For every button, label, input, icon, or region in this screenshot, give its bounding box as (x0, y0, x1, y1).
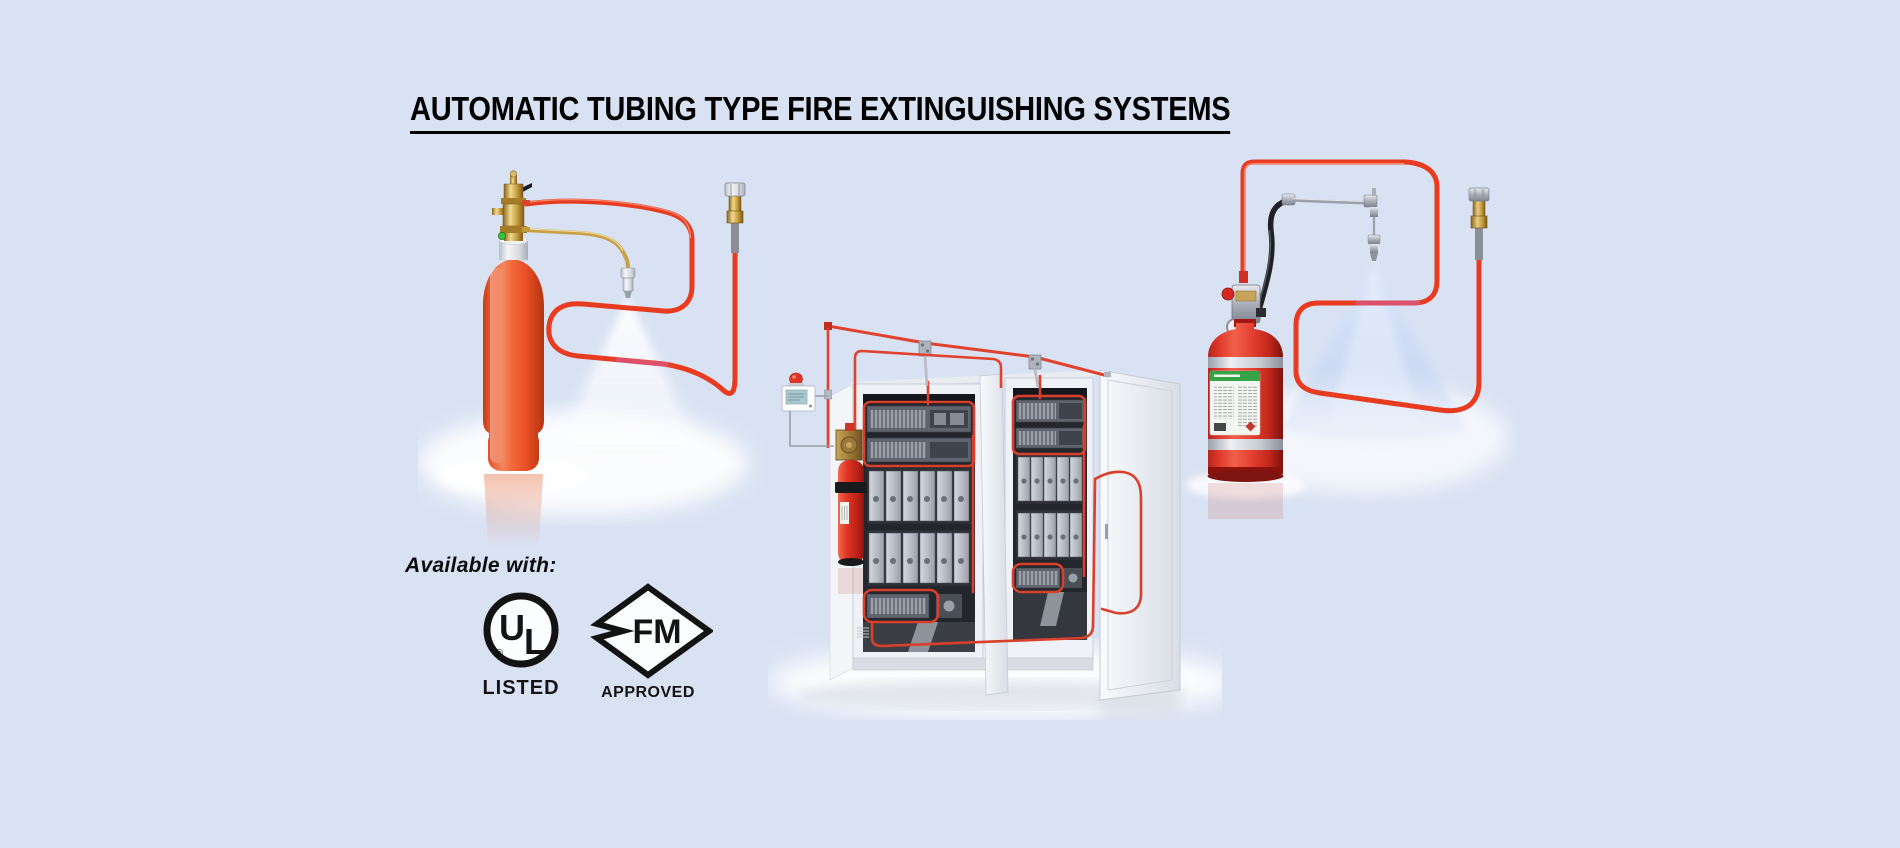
spray-nozzle (620, 267, 636, 298)
suppression-cylinder (835, 423, 867, 594)
ul-circle (483, 592, 559, 668)
left-bay-modules (857, 394, 975, 652)
fm-diamond (590, 583, 713, 679)
electrical-cabinet-suppression-illustration (768, 322, 1222, 720)
red-cylinder (483, 235, 544, 471)
branch-fitting (1028, 354, 1042, 388)
ul-listed-logo: U L ® LISTED (482, 592, 559, 699)
door-handle (1105, 524, 1108, 539)
branch-fitting (918, 340, 932, 387)
right-bay-modules (1013, 388, 1087, 640)
fm-monogram: FM (632, 613, 681, 651)
spray-cone (1281, 263, 1467, 443)
discharge-tube (523, 228, 630, 270)
mounting-strap (835, 482, 867, 493)
red-cylinder (1207, 271, 1284, 519)
distribution-pipe (1291, 188, 1378, 208)
fm-approved-logo: FM APPROVED (590, 583, 713, 701)
spray-cone (536, 298, 720, 477)
extinguisher-system-illustration-right (1186, 159, 1508, 519)
ul-letter-l: L (524, 621, 546, 662)
spray-nozzle (1367, 207, 1381, 261)
top-pipework (824, 322, 1111, 448)
door-detection-tube (1093, 470, 1143, 615)
tube-union (824, 389, 832, 400)
fm-caption: APPROVED (601, 684, 695, 701)
cylinder-valve (492, 170, 532, 241)
product-label (1209, 370, 1261, 436)
valve-actuator (1221, 287, 1235, 301)
page-title: AUTOMATIC TUBING TYPE FIRE EXTINGUISHING… (410, 90, 1231, 134)
alarm-control-box (781, 372, 834, 447)
extinguisher-system-illustration-left (418, 170, 748, 548)
cabinet-open-door (1093, 369, 1181, 701)
ul-letter-u: U (499, 607, 525, 648)
ul-registered-mark: ® (495, 648, 503, 660)
end-of-line-adaptor (724, 182, 746, 253)
flexible-hose (1254, 193, 1296, 320)
ul-caption: LISTED (482, 677, 559, 699)
end-of-line-adaptor (1468, 187, 1490, 260)
bottle-reflection (484, 474, 543, 548)
certifications-heading: Available with: (405, 554, 557, 577)
detection-tubing (1240, 159, 1482, 414)
detection-tubing (523, 198, 738, 396)
cabinet-detection-tubing (862, 374, 1097, 648)
cabinet-middle-door (979, 373, 1009, 696)
pressure-indicator (498, 232, 507, 241)
